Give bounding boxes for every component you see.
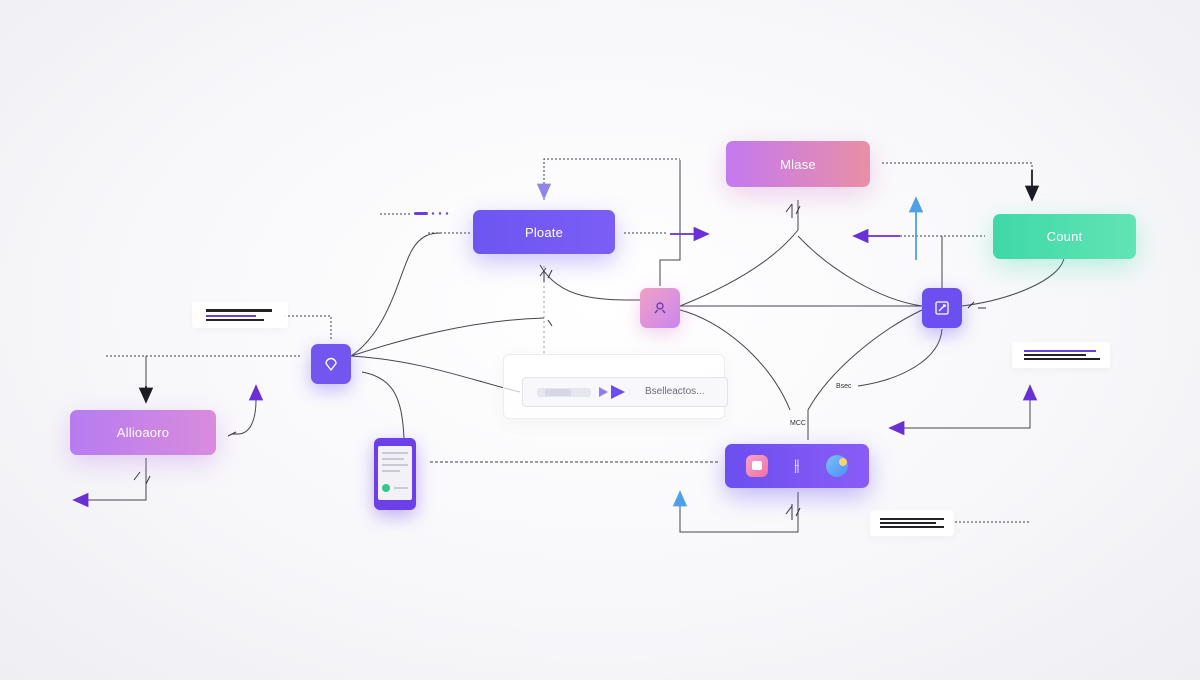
search-panel: Bselleactos... bbox=[503, 354, 728, 419]
note-left-top bbox=[192, 302, 288, 328]
annotation-bsec: Bsec bbox=[836, 383, 852, 390]
user-hub[interactable] bbox=[640, 288, 680, 328]
dashed-lines bbox=[106, 158, 1033, 523]
node-plate-label: Ploate bbox=[524, 224, 564, 240]
mobile-phone-icon[interactable] bbox=[374, 438, 416, 510]
arrows bbox=[72, 170, 1040, 508]
status-dot bbox=[382, 484, 390, 492]
split-icon[interactable]: ⫲ bbox=[794, 457, 800, 474]
search-label: Bselleactos... bbox=[645, 386, 705, 397]
note-right-top bbox=[1012, 342, 1110, 368]
chat-icon[interactable] bbox=[826, 455, 848, 477]
location-hub[interactable] bbox=[311, 344, 351, 384]
node-count[interactable]: Count bbox=[993, 214, 1136, 259]
phone-screen bbox=[378, 446, 412, 500]
node-allo[interactable]: Allioaoro bbox=[70, 410, 216, 455]
annotation-mcc: MCC bbox=[790, 420, 806, 427]
search-field[interactable]: Bselleactos... bbox=[522, 377, 728, 407]
toolbar-node[interactable]: ⫲ bbox=[725, 444, 869, 488]
node-allo-label: Allioaoro bbox=[116, 425, 170, 440]
play-icon[interactable] bbox=[599, 385, 625, 399]
edit-icon bbox=[935, 301, 949, 315]
search-chip bbox=[537, 388, 591, 397]
image-icon[interactable] bbox=[746, 455, 768, 477]
note-right-bottom bbox=[870, 510, 954, 536]
user-icon bbox=[654, 302, 666, 314]
curved-connectors bbox=[80, 160, 1065, 533]
edit-hub[interactable] bbox=[922, 288, 962, 328]
dashed-accent-bars bbox=[414, 212, 449, 215]
node-mlase[interactable]: Mlase bbox=[726, 141, 870, 187]
location-pin-icon bbox=[325, 357, 337, 371]
node-plate[interactable]: Ploate bbox=[473, 210, 615, 254]
node-count-label: Count bbox=[1046, 229, 1083, 244]
node-mlase-label: Mlase bbox=[780, 156, 816, 172]
decorative-tick-marks bbox=[133, 203, 986, 520]
